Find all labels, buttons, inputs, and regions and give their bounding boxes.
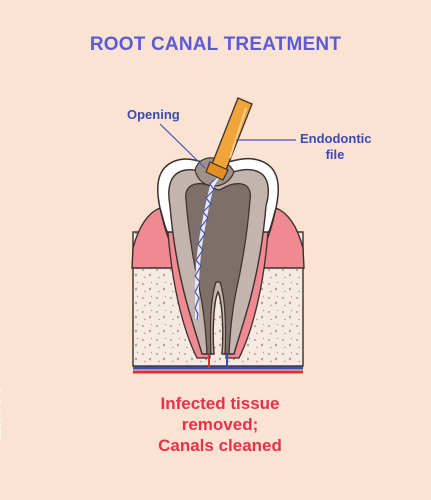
opening-label: Opening: [127, 107, 180, 122]
file-handle-highlight: [229, 107, 247, 159]
endodontic-file-label: Endodontic file: [300, 131, 372, 162]
treatment-caption: Infected tissue removed; Canals cleaned: [90, 393, 350, 456]
caption-line-2: removed;: [181, 415, 259, 434]
caption-line-1: Infected tissue: [160, 394, 280, 413]
image-id-watermark: 125677870: [0, 386, 4, 440]
opening-leader: [159, 123, 206, 169]
file-collar: [205, 161, 229, 181]
file-spiral: [194, 175, 219, 321]
caption-line-3: Canals cleaned: [158, 436, 282, 455]
page-title: ROOT CANAL TREATMENT: [89, 34, 342, 55]
file-shaft: [195, 174, 220, 320]
